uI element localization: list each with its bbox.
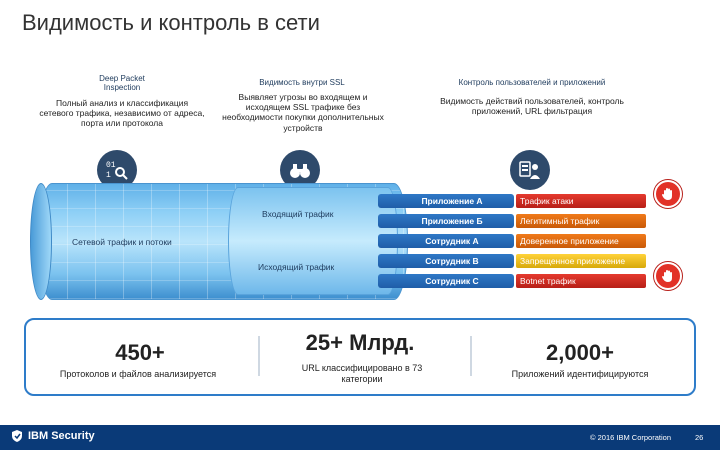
stream-tag: Botnet трафик — [516, 274, 646, 288]
stream-tag: Запрещенное приложение — [516, 254, 646, 268]
stats-panel — [24, 318, 696, 396]
copyright: © 2016 IBM Corporation — [590, 433, 671, 442]
stream-app-b — [378, 214, 514, 228]
stream-tag: Легитимный трафик — [516, 214, 646, 228]
dpi-description: Полный анализ и классификация сетевого т… — [39, 98, 205, 129]
incoming-traffic-label: Входящий трафик — [262, 209, 334, 219]
dpi-heading: Deep Packet Inspection — [99, 74, 145, 93]
stream-label: Приложение Б — [421, 216, 483, 226]
ibm-security-logo: IBM Security — [10, 429, 95, 443]
stream-tag: Трафик атаки — [516, 194, 646, 208]
network-traffic-label: Сетевой трафик и потоки — [72, 237, 172, 247]
apps-heading: Контроль пользователей и приложений — [458, 78, 606, 87]
ssl-heading: Видимость внутри SSL — [259, 78, 345, 87]
svg-text:1: 1 — [106, 171, 111, 180]
divider — [470, 336, 472, 376]
pipe-cap — [30, 183, 52, 300]
stat-protocols-value: 450+ — [115, 340, 165, 365]
shield-icon — [12, 430, 22, 442]
divider — [258, 336, 260, 376]
stream-employee-c — [378, 274, 514, 288]
stream-employee-a — [378, 234, 514, 248]
stop-hand-icon — [654, 180, 682, 208]
page-number: 26 — [695, 433, 704, 442]
stream-employee-b — [378, 254, 514, 268]
stream-tag: Доверенное приложение — [516, 234, 646, 248]
stop-hand-icon — [654, 262, 682, 290]
stream-label: Сотрудник А — [425, 236, 479, 246]
page-title: Видимость и контроль в сети — [22, 10, 320, 35]
inner-pipe — [228, 187, 398, 295]
stat-urls-value: 25+ Млрд. — [305, 330, 415, 355]
stream-label: Сотрудник C — [425, 276, 479, 286]
stat-urls-description: URL классифицировано в 73 категории — [301, 363, 423, 384]
stream-label: Сотрудник B — [425, 256, 479, 266]
stream-label: Приложение А — [421, 196, 483, 206]
stat-apps-value: 2,000+ — [546, 340, 614, 365]
ssl-description: Выявляет угрозы во входящем и исходящем … — [222, 92, 384, 133]
footer-bar — [0, 425, 720, 450]
stat-protocols-description: Протоколов и файлов анализируется — [59, 369, 217, 379]
users-apps-icon — [510, 150, 550, 190]
outgoing-traffic-label: Исходящий трафик — [258, 262, 335, 272]
apps-description: Видимость действий пользователей, контро… — [440, 96, 624, 117]
logo-text: IBM Security — [28, 430, 95, 442]
svg-text:01: 01 — [106, 161, 116, 170]
stream-app-a — [378, 194, 514, 208]
stat-apps-description: Приложений идентифицируются — [511, 369, 649, 379]
